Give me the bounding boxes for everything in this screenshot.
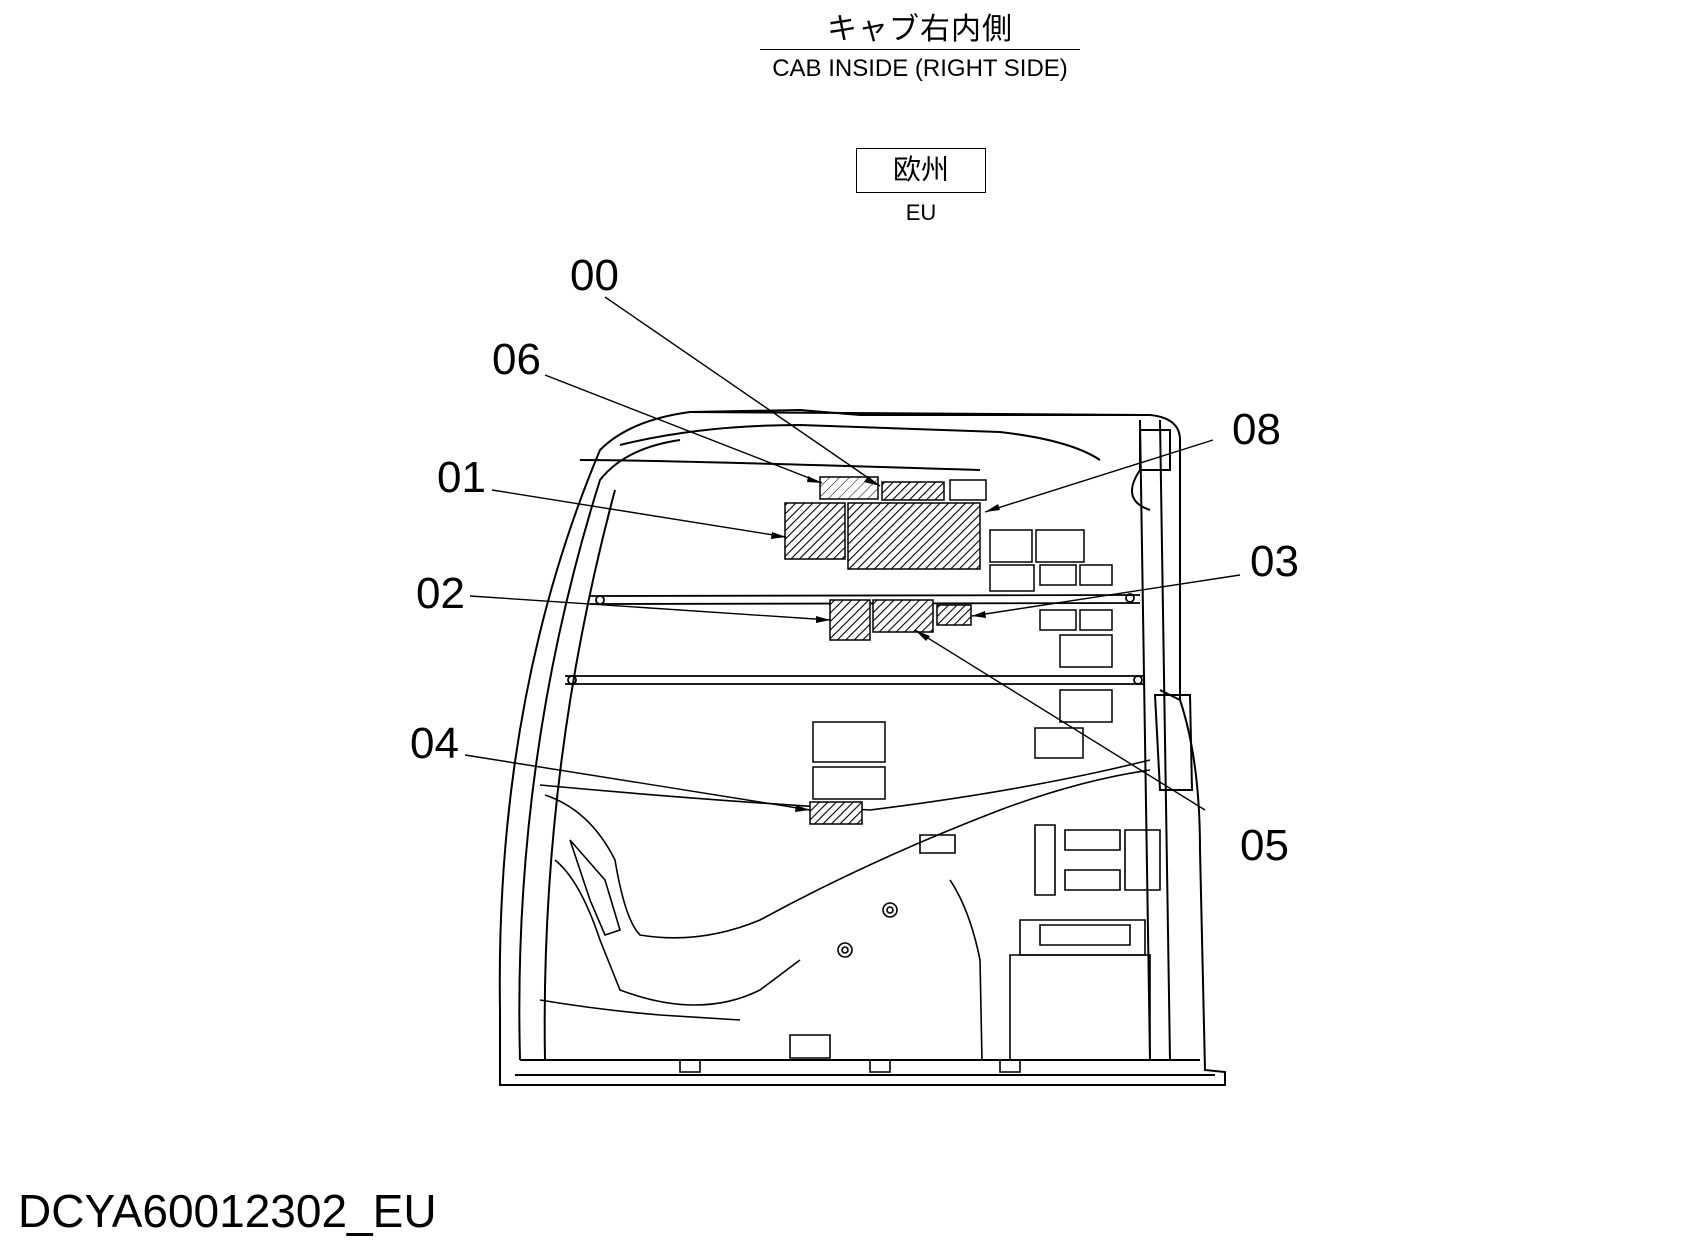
region-label-box: 欧州 bbox=[856, 148, 986, 193]
callout-02: 02 bbox=[416, 569, 465, 618]
arrowheads bbox=[771, 476, 1000, 812]
callout-05: 05 bbox=[1240, 821, 1289, 870]
title-japanese: キャブ右内側 bbox=[827, 12, 1013, 47]
plain-labels bbox=[812, 479, 1113, 800]
label-00 bbox=[881, 481, 945, 501]
callout-04: 04 bbox=[410, 719, 459, 768]
callout-03: 03 bbox=[1250, 537, 1299, 586]
label-05 bbox=[872, 599, 934, 633]
label-02 bbox=[829, 599, 871, 641]
callout-06: 06 bbox=[492, 335, 541, 384]
label-01b bbox=[847, 502, 981, 570]
hatched-labels bbox=[784, 476, 981, 825]
lower-interior-contours bbox=[539, 759, 1161, 1073]
callout-00: 00 bbox=[570, 251, 619, 300]
label-04 bbox=[809, 801, 863, 825]
label-03 bbox=[936, 604, 972, 626]
region-label-english: EU bbox=[905, 200, 937, 225]
title-english: CAB INSIDE (RIGHT SIDE) bbox=[772, 55, 1068, 82]
title-underline bbox=[760, 49, 1080, 50]
label-01a bbox=[784, 502, 846, 560]
callout-08: 08 bbox=[1232, 405, 1281, 454]
callout-01: 01 bbox=[437, 453, 486, 502]
leader-lines bbox=[464, 296, 1241, 811]
document-number: DCYA60012302_EU bbox=[18, 1185, 437, 1237]
label-06 bbox=[819, 476, 879, 500]
